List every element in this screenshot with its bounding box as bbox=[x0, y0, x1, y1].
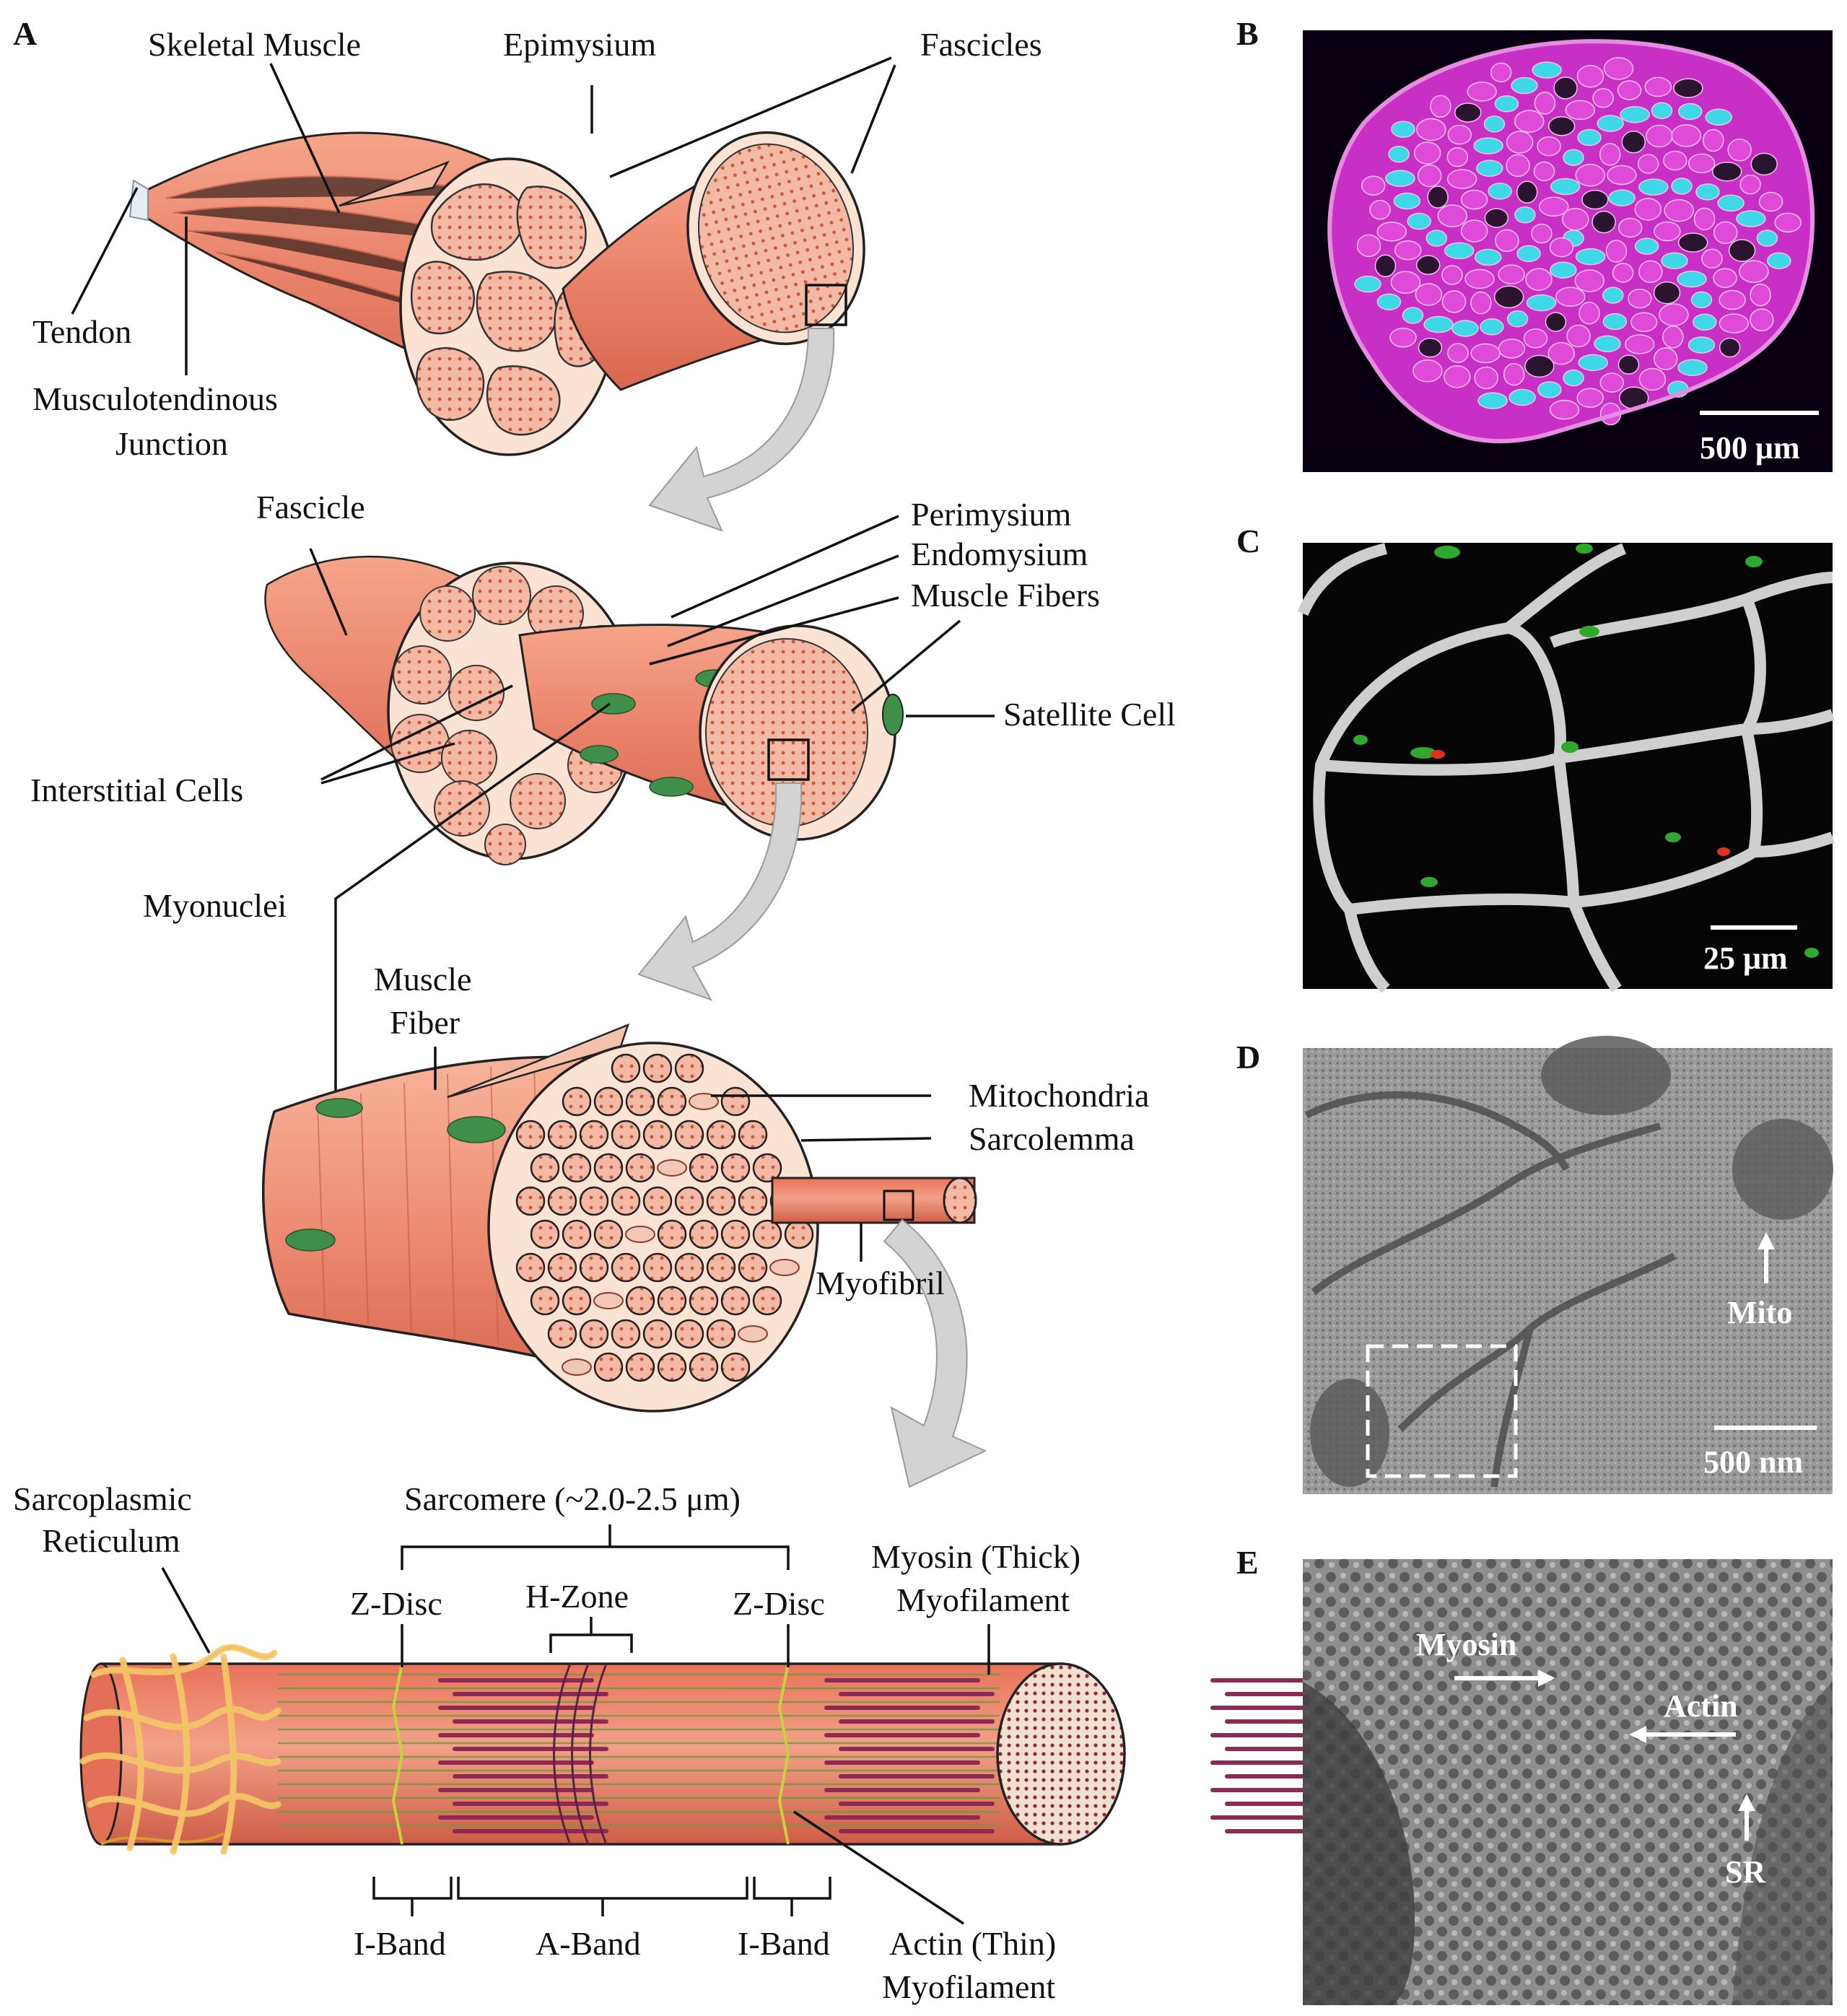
leader-muscle-fibers-1 bbox=[649, 596, 899, 666]
label-interstitial-cells: Interstitial Cells bbox=[30, 772, 243, 808]
label-myosin-thick-1: Myosin (Thick) bbox=[871, 1538, 1080, 1575]
leader-tendon bbox=[71, 187, 139, 315]
bracket-i-band-right bbox=[753, 1877, 831, 1900]
scale-label-b: 500 μm bbox=[1700, 430, 1800, 466]
leader-myonuclei bbox=[334, 702, 611, 1108]
label-muscle-fibers: Muscle Fibers bbox=[911, 577, 1100, 614]
label-satellite-cell: Satellite Cell bbox=[1003, 696, 1176, 733]
label-mito: Mito bbox=[1727, 1295, 1792, 1330]
label-actin-thin-2: Myofilament bbox=[882, 1968, 1055, 2005]
label-mitochondria: Mitochondria bbox=[969, 1077, 1149, 1114]
label-actin-thin-1: Actin (Thin) bbox=[889, 1925, 1056, 1962]
label-z-disc-right: Z-Disc bbox=[733, 1585, 825, 1622]
label-sarcomere: Sarcomere (~2.0-2.5 μm) bbox=[404, 1480, 741, 1517]
leader-perimysium bbox=[671, 515, 899, 619]
panel-letter-e: E bbox=[1236, 1544, 1259, 1581]
leader-interstitial-cells-1 bbox=[320, 684, 513, 781]
fascicle-illustration bbox=[264, 555, 904, 865]
label-skeletal-muscle: Skeletal Muscle bbox=[148, 26, 361, 63]
label-z-disc-left: Z-Disc bbox=[350, 1585, 442, 1622]
label-fascicles: Fascicles bbox=[920, 26, 1042, 63]
bracket-h-zone bbox=[549, 1633, 633, 1653]
scale-label-d: 500 nm bbox=[1703, 1444, 1803, 1480]
label-musculotendinous-1: Musculotendinous bbox=[32, 380, 278, 417]
bracket-a-band bbox=[457, 1877, 748, 1900]
label-musculotendinous-2: Junction bbox=[115, 425, 228, 462]
leader-fascicles-1 bbox=[609, 56, 892, 178]
label-sarcoplasmic-2: Reticulum bbox=[42, 1522, 180, 1559]
panel-letter-d: D bbox=[1236, 1039, 1260, 1075]
label-endomysium: Endomysium bbox=[911, 536, 1088, 572]
leader-sarcolemma bbox=[800, 1137, 932, 1142]
sarcomere-illustration bbox=[79, 1644, 1381, 1855]
label-actin: Actin bbox=[1664, 1688, 1738, 1724]
label-perimysium: Perimysium bbox=[911, 496, 1072, 533]
bracket-sarcomere bbox=[401, 1545, 790, 1570]
muscle-fiber-illustration bbox=[261, 1023, 977, 1413]
scale-label-c: 25 μm bbox=[1703, 941, 1788, 976]
label-myofibril: Myofibril bbox=[816, 1265, 945, 1301]
label-myosin: Myosin bbox=[1416, 1627, 1516, 1662]
leader-endomysium bbox=[667, 554, 899, 647]
micrograph-b: 500 μm bbox=[1303, 30, 1833, 472]
label-fascicle: Fascicle bbox=[256, 489, 365, 525]
label-sarcoplasmic-1: Sarcoplasmic bbox=[13, 1480, 192, 1517]
label-i-band-left: I-Band bbox=[354, 1925, 446, 1962]
cyan-fiber-cells bbox=[1354, 57, 1802, 426]
myofilaments bbox=[278, 1663, 1381, 1845]
label-muscle-fiber-2: Fiber bbox=[390, 1004, 460, 1041]
label-muscle-fiber-1: Muscle bbox=[374, 961, 471, 998]
label-h-zone: H-Zone bbox=[525, 1578, 629, 1615]
leader-interstitial-cells-2 bbox=[320, 742, 455, 785]
micrograph-c: 25 μm bbox=[1297, 543, 1835, 993]
label-i-band-right: I-Band bbox=[738, 1925, 830, 1962]
label-tendon: Tendon bbox=[32, 313, 131, 350]
panel-letter-a: A bbox=[13, 15, 37, 52]
leader-fascicles-2 bbox=[850, 64, 896, 174]
myofibril-cross-sections bbox=[515, 1053, 814, 1382]
micrograph-e: Myosin Actin SR bbox=[1303, 1559, 1833, 2005]
leader-skeletal-muscle bbox=[269, 63, 341, 214]
micrograph-d: Mito 500 nm bbox=[1303, 1036, 1833, 1494]
skeletal-muscle-illustration bbox=[128, 131, 865, 456]
label-myonuclei: Myonuclei bbox=[143, 887, 287, 924]
leader-fascicle bbox=[309, 548, 348, 636]
zoom-arrow-2 bbox=[637, 782, 803, 1001]
label-epimysium: Epimysium bbox=[503, 26, 656, 63]
leader-actin-thin bbox=[793, 1810, 964, 1925]
bracket-i-band-left bbox=[372, 1877, 453, 1900]
zoom-arrow-1 bbox=[648, 328, 835, 532]
leader-muscle-fibers-2 bbox=[850, 619, 961, 712]
leader-sarcoplasmic bbox=[161, 1567, 211, 1654]
label-sarcolemma: Sarcolemma bbox=[969, 1120, 1135, 1157]
label-a-band: A-Band bbox=[536, 1925, 641, 1962]
inset-box-d bbox=[1366, 1344, 1518, 1478]
panel-letter-b: B bbox=[1236, 15, 1259, 52]
zoom-arrow-3 bbox=[883, 1218, 987, 1488]
label-myosin-thick-2: Myofilament bbox=[896, 1581, 1070, 1618]
label-sr: SR bbox=[1725, 1854, 1766, 1890]
panel-letter-c: C bbox=[1236, 523, 1260, 559]
